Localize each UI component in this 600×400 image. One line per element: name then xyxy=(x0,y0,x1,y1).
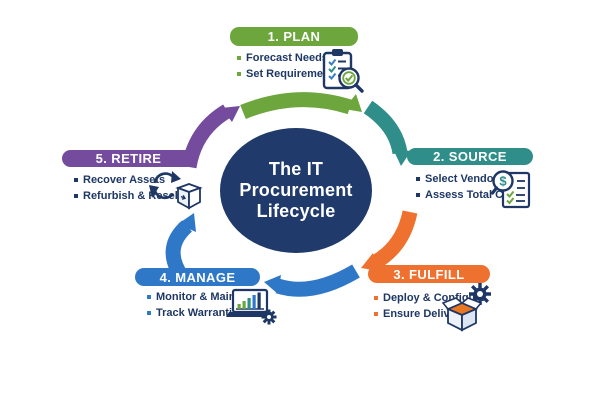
stage-item-label: Assess Total Cost xyxy=(425,189,520,201)
stage-header-retire: 5. RETIRE xyxy=(62,150,195,167)
stage-list-retire: Recover Assets Refurbish & Resell xyxy=(74,173,181,203)
stage-header-source: 2. SOURCE xyxy=(407,148,533,165)
stage-header-plan: 1. PLAN xyxy=(230,27,358,46)
stage-item: Track Warranties xyxy=(147,306,255,320)
arrow-fulfill-to-manage-arrowhead xyxy=(264,275,281,294)
clipboard-checklist-magnifier-icon xyxy=(322,49,364,93)
arrow-retire-to-plan-arrowhead xyxy=(221,106,240,122)
bullet-square xyxy=(374,296,378,300)
stage-item-label: Track Warranties xyxy=(156,307,245,319)
center-title-line1: The IT xyxy=(268,159,324,179)
stage-header-manage: 4. MANAGE xyxy=(135,268,260,286)
arrow-plan-to-source xyxy=(240,92,353,119)
stage-item-label: Set Requirements xyxy=(246,68,340,80)
stage-item: Set Requirements xyxy=(237,67,340,81)
recycle-box-icon xyxy=(149,171,203,210)
laptop-chart-gear-icon xyxy=(226,288,277,325)
open-box-gear-icon xyxy=(442,283,491,332)
stage-item: Assess Total Cost xyxy=(416,188,520,202)
arrow-source-to-fulfill-lower xyxy=(370,210,418,270)
stage-list-plan: Forecast Needs Set Requirements xyxy=(237,51,340,81)
bullet-square xyxy=(74,194,78,198)
stage-item: Ensure Delivery xyxy=(374,307,486,321)
stage-item-label: Ensure Delivery xyxy=(383,308,467,320)
bullet-square xyxy=(147,311,151,315)
stage-list-fulfill: Deploy & Configure Ensure Delivery xyxy=(374,291,486,321)
bullet-square xyxy=(147,295,151,299)
arrow-plan-to-source-arrowhead xyxy=(344,94,362,112)
stage-list-manage: Monitor & Maintain Track Warranties xyxy=(147,290,255,320)
svg-text:$: $ xyxy=(499,174,507,189)
stage-header-fulfill: 3. FULFILL xyxy=(368,265,490,283)
document-dollar-magnifier-icon: $ xyxy=(491,170,531,209)
stage-item: Forecast Needs xyxy=(237,51,340,65)
center-title-line3: Lifecycle xyxy=(256,201,336,221)
center-circle: The IT Procurement Lifecycle xyxy=(220,128,372,253)
bullet-square xyxy=(416,193,420,197)
arrow-fulfill-to-manage xyxy=(275,264,360,297)
arrow-source-to-fulfill-upper-arrowhead xyxy=(393,149,411,166)
bullet-square xyxy=(374,312,378,316)
bullet-square xyxy=(237,72,241,76)
bullet-square xyxy=(416,177,420,181)
stage-item-label: Monitor & Maintain xyxy=(156,291,255,303)
stage-item-label: Recover Assets xyxy=(83,174,166,186)
stage-item-label: Select Vendors xyxy=(425,173,504,185)
stage-item: Monitor & Maintain xyxy=(147,290,255,304)
arrow-source-to-fulfill-upper xyxy=(363,100,408,155)
arrow-manage-to-retire-arrowhead xyxy=(178,213,196,232)
center-title-line2: Procurement xyxy=(239,180,353,200)
stage-item: Select Vendors xyxy=(416,172,520,186)
bullet-square xyxy=(237,56,241,60)
bullet-square xyxy=(74,178,78,182)
stage-list-source: Select Vendors Assess Total Cost xyxy=(416,172,520,202)
stage-item: Recover Assets xyxy=(74,173,181,187)
stage-item-label: Forecast Needs xyxy=(246,52,328,64)
